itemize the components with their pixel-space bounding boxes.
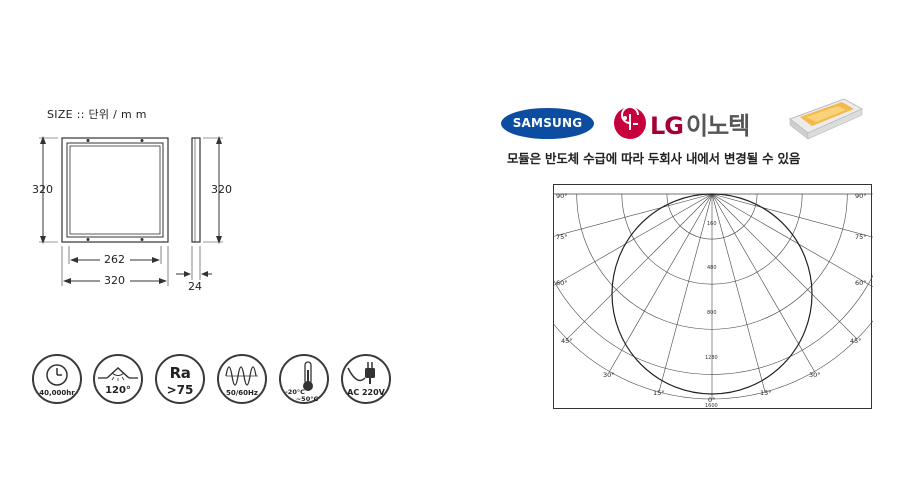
plug-icon (347, 362, 375, 384)
frequency-label: 50/60Hz (226, 389, 258, 397)
sine-wave-icon (225, 366, 258, 386)
angle-label-right-75: 75° (855, 233, 867, 241)
polar-spoke-15 (553, 193, 713, 237)
ring-label-160: 160 (707, 221, 717, 227)
lg-logo-icon (614, 106, 646, 139)
temperature-high-label: ~50°C (295, 395, 319, 403)
polar-spoke-150 (711, 193, 873, 288)
light-distribution-chart: 90° 75° 60° 45° 30° 15° 90° 75° 60° 45° … (553, 184, 873, 409)
polar-spoke-30 (553, 193, 713, 287)
angle-label-left-15: 15° (653, 389, 665, 397)
polar-spoke-75 (658, 193, 713, 393)
ring-label-1280: 1280 (705, 355, 718, 361)
ra-icon: Ra (169, 364, 191, 382)
module-note: 모듈은 반도체 수급에 따라 두회사 내에서 변경될 수 있음 (507, 151, 801, 166)
polar-spoke-105 (711, 193, 766, 393)
angle-label-right-45: 45° (850, 337, 862, 345)
polar-spoke-120 (711, 193, 815, 372)
led-chip-image (788, 98, 864, 140)
ring-label-480: 480 (707, 265, 717, 271)
angle-label-left-60: 60° (556, 279, 568, 287)
polar-spoke-45 (566, 193, 713, 340)
beam-angle-icon (98, 366, 138, 381)
temperature-spec: -20°C ~50°C (279, 354, 329, 404)
depth-label: 24 (188, 280, 202, 293)
polar-spoke-60 (609, 193, 713, 372)
distribution-curve-line (611, 193, 813, 395)
voltage-label: AC 220V (347, 388, 385, 397)
angle-label-bottom-0: 0° (708, 396, 715, 404)
cri-label: >75 (166, 383, 194, 397)
angle-label-right-30: 30° (809, 371, 821, 379)
voltage-spec: AC 220V (341, 354, 391, 404)
samsung-logo-text: SAMSUNG (512, 116, 583, 130)
frequency-spec: 50/60Hz (217, 354, 267, 404)
polar-spoke-165 (711, 193, 873, 238)
thermometer-icon (303, 361, 313, 391)
distribution-curve (611, 193, 813, 395)
lifetime-label: 40,000hr (39, 389, 75, 397)
angle-label-right-15: 15° (760, 389, 772, 397)
beam-angle-label: 120° (105, 385, 131, 396)
samsung-logo: SAMSUNG (501, 108, 594, 139)
temperature-low-label: -20°C (285, 388, 305, 396)
angle-label-left-90: 90° (556, 192, 568, 200)
lg-logo-text: LG (650, 112, 684, 140)
outer-width-label: 320 (104, 274, 125, 287)
size-title: SIZE :: 단위 / m m (47, 108, 147, 121)
angle-label-left-30: 30° (603, 371, 615, 379)
angle-label-left-45: 45° (561, 337, 573, 345)
side-height-label: 320 (211, 183, 232, 196)
inner-width-label: 262 (104, 253, 125, 266)
lg-logo-suffix: 이노텍 (686, 112, 750, 140)
cri-spec: Ra >75 (155, 354, 205, 404)
ring-label-800: 800 (707, 310, 717, 316)
lifetime-spec: 40,000hr (32, 354, 82, 404)
polar-spoke-135 (711, 193, 858, 340)
ring-label-1600: 1600 (705, 403, 718, 409)
angle-label-right-60: 60° (855, 279, 867, 287)
clock-icon (46, 364, 68, 386)
front-height-label: 320 (32, 183, 53, 196)
dimension-drawing (39, 136, 223, 286)
angle-label-right-90: 90° (855, 192, 867, 200)
beam-angle-spec: 120° (93, 354, 143, 404)
angle-label-left-75: 75° (556, 233, 568, 241)
